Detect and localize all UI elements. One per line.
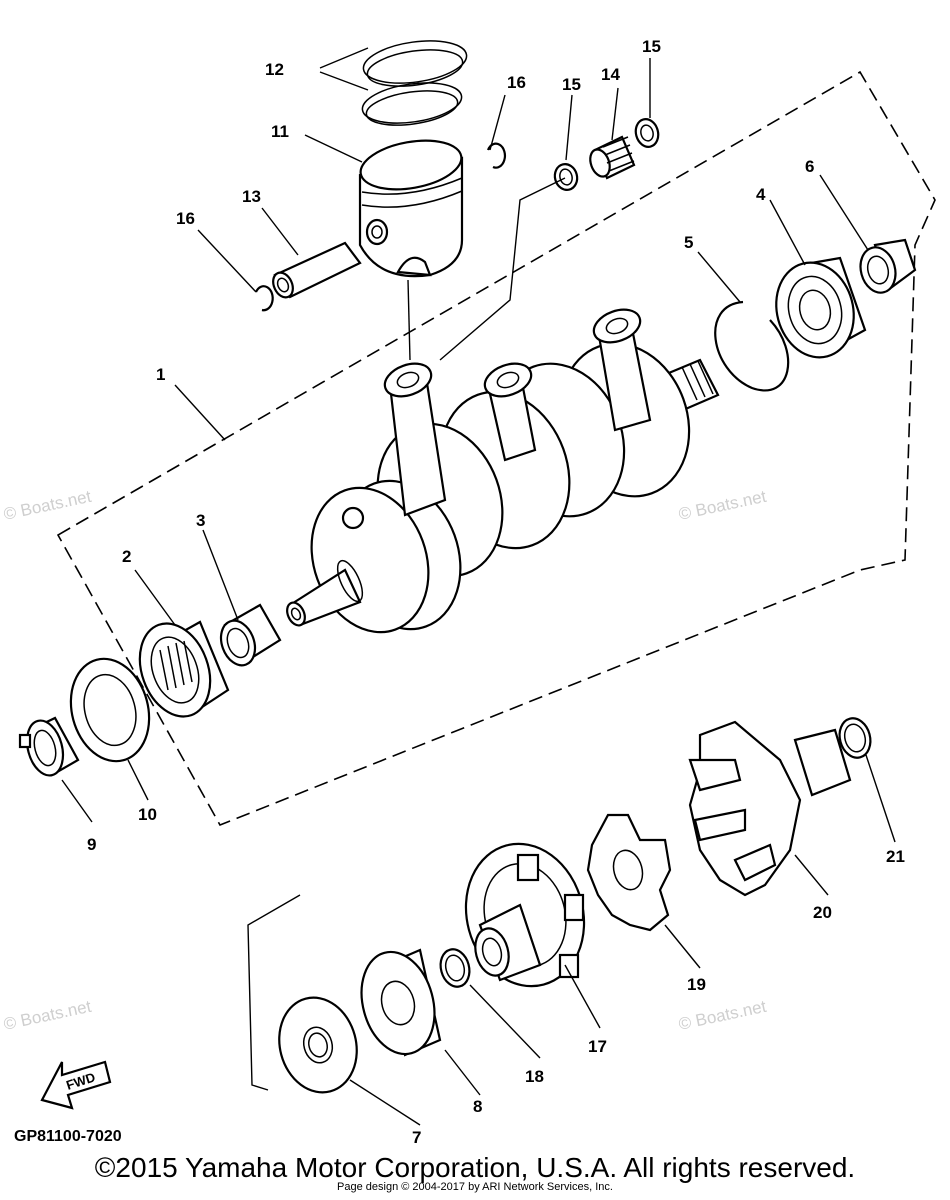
- callout-leaders: [61, 47, 896, 1126]
- washer: [439, 948, 471, 988]
- sleeve: [18, 716, 80, 777]
- callout-7: 7: [412, 1128, 421, 1147]
- callout-20: 20: [813, 903, 832, 922]
- callout-12: 12: [265, 60, 284, 79]
- callout-1: 1: [156, 365, 165, 384]
- oil-seal: [69, 657, 151, 763]
- page-credit: Page design © 2004-2017 by ARI Network S…: [337, 1181, 613, 1193]
- watermark: © Boats.net: [2, 487, 93, 524]
- callout-16: 16: [176, 209, 195, 228]
- diagram-code: GP81100-7020: [14, 1128, 122, 1145]
- callout-10: 10: [138, 805, 157, 824]
- collar: [360, 948, 442, 1057]
- watermark: © Boats.net: [2, 997, 93, 1034]
- callout-13: 13: [242, 187, 261, 206]
- callout-2: 2: [122, 547, 131, 566]
- collar: [219, 603, 282, 667]
- callout-4: 4: [756, 185, 766, 204]
- piston-pin: [272, 241, 362, 299]
- callout-21: 21: [886, 847, 905, 866]
- callout-11: 11: [271, 122, 289, 141]
- forward-direction-icon: FWD: [40, 1060, 112, 1110]
- watermark: © Boats.net: [677, 487, 768, 524]
- washer: [634, 118, 660, 148]
- snap-ring: [714, 300, 790, 392]
- coupling: [464, 842, 586, 988]
- callout-8: 8: [473, 1097, 482, 1116]
- piston-rings: [361, 40, 468, 126]
- crankshaft: [286, 308, 720, 634]
- coupling-group-bracket: [247, 894, 301, 1091]
- callout-17: 17: [588, 1037, 607, 1056]
- piston: [358, 139, 464, 278]
- crankshaft-assembly-boundary: [56, 70, 936, 827]
- callout-15: 15: [562, 75, 581, 94]
- callout-18: 18: [525, 1067, 544, 1086]
- callout-9: 9: [87, 835, 96, 854]
- circlip: [254, 285, 274, 312]
- callout-15: 15: [642, 37, 661, 56]
- damper: [586, 813, 672, 932]
- crank-bearing-front: [138, 620, 230, 718]
- washer: [553, 163, 579, 191]
- collar: [859, 238, 917, 294]
- coupling: [688, 720, 852, 897]
- callout-19: 19: [687, 975, 706, 994]
- callout-14: 14: [601, 65, 620, 84]
- needle-bearing: [589, 135, 636, 180]
- callout-16: 16: [507, 73, 526, 92]
- copyright-notice: ©2015 Yamaha Motor Corporation, U.S.A. A…: [94, 1152, 856, 1183]
- oil-seal: [278, 996, 358, 1094]
- callout-5: 5: [684, 233, 693, 252]
- watermark: © Boats.net: [677, 997, 768, 1034]
- crank-bearing-rear: [775, 256, 867, 359]
- callout-6: 6: [805, 157, 814, 176]
- callout-3: 3: [196, 511, 205, 530]
